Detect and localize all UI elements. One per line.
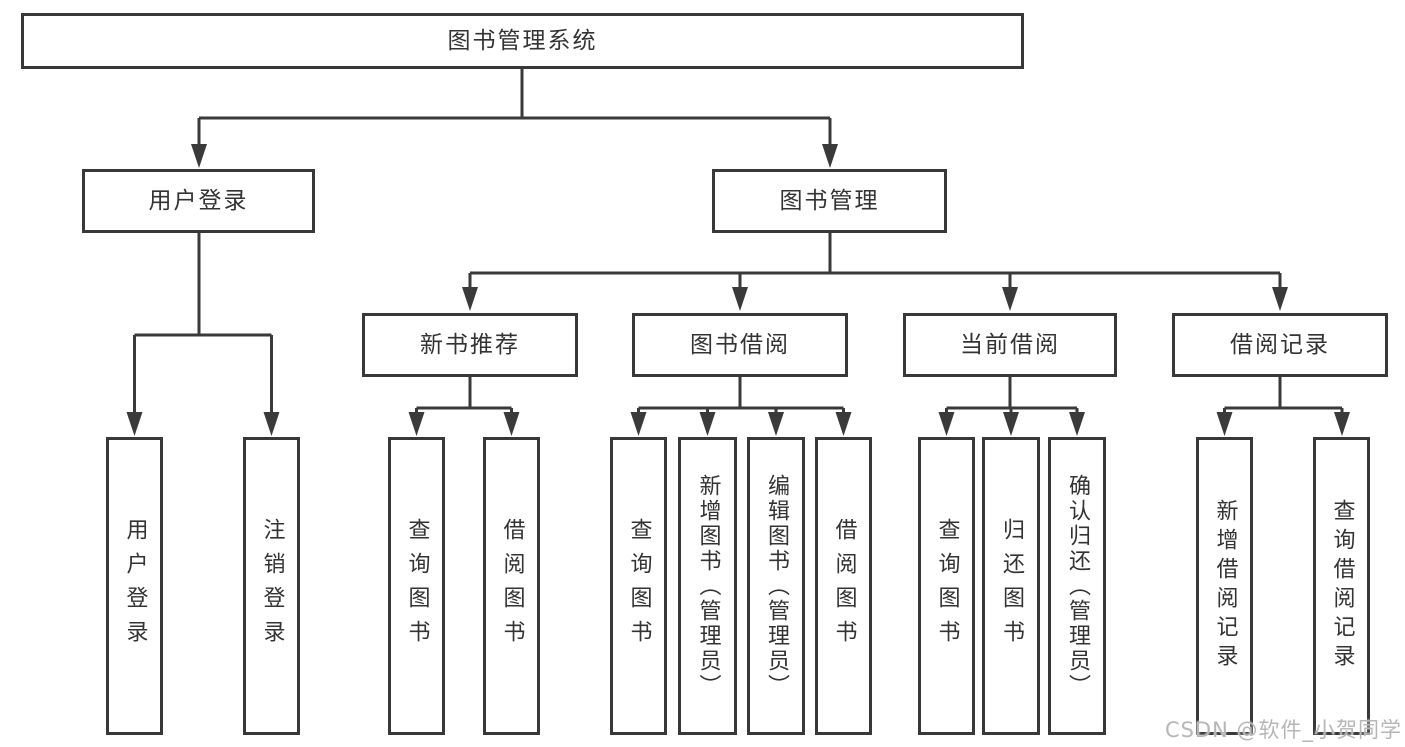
- leaf-add-borrow-record: 新增借阅记录: [1196, 437, 1253, 735]
- arrow-down-icon: [191, 144, 207, 168]
- node-label: 图书借阅: [690, 331, 790, 358]
- connector-current-to-leaves: [945, 377, 1079, 414]
- node-label: 图书管理: [779, 187, 880, 214]
- leaf-user-login: 用户登录: [106, 437, 163, 735]
- arrow-down-icon: [1272, 287, 1288, 311]
- connector-recommend-to-leaves: [415, 377, 513, 414]
- node-label: 编辑图书（管理员）: [764, 473, 789, 699]
- leaf-logout: 注销登录: [243, 437, 300, 735]
- arrow-down-icon: [1069, 412, 1085, 436]
- node-label: 当前借阅: [960, 331, 1060, 358]
- node-label: 用户登录: [122, 518, 148, 654]
- node-label: 新增图书（管理员）: [695, 473, 721, 699]
- leaf-add-books-admin: 新增图书（管理员）: [678, 437, 737, 735]
- node-label: 借阅图书: [499, 518, 525, 654]
- watermark: CSDN @软件_小贺同学: [1164, 718, 1402, 742]
- node-label: 查询借阅记录: [1329, 499, 1355, 673]
- arrow-down-icon: [263, 412, 280, 436]
- node-book-management: 图书管理: [712, 169, 947, 233]
- node-label: 用户登录: [148, 187, 249, 214]
- connector-bookmgmt-to-level3: [468, 233, 1282, 289]
- arrow-down-icon: [1002, 287, 1018, 311]
- arrow-down-icon: [1334, 412, 1350, 436]
- arrow-down-icon: [503, 412, 520, 436]
- arrow-down-icon: [822, 144, 838, 168]
- arrow-down-icon: [732, 287, 748, 311]
- node-label: 查询图书: [404, 518, 430, 654]
- leaf-confirm-return-admin: 确认归还（管理员）: [1048, 437, 1106, 735]
- node-label: 查询图书: [934, 518, 960, 654]
- leaf-return-books: 归还图书: [982, 437, 1040, 735]
- arrow-down-icon: [1216, 412, 1233, 436]
- arrow-down-icon: [126, 412, 143, 436]
- leaf-query-books-1: 查询图书: [388, 437, 445, 735]
- leaf-query-borrow-record: 查询借阅记录: [1313, 437, 1370, 735]
- leaf-edit-books-admin: 编辑图书（管理员）: [747, 437, 805, 735]
- node-root-system: 图书管理系统: [21, 13, 1024, 69]
- node-label: 借阅记录: [1230, 331, 1330, 358]
- leaf-borrow-books-1: 借阅图书: [483, 437, 540, 735]
- node-current-borrow: 当前借阅: [903, 313, 1117, 377]
- arrow-down-icon: [630, 412, 647, 436]
- node-user-login: 用户登录: [82, 169, 315, 233]
- arrowheads: [126, 144, 1350, 436]
- connector-records-to-leaves: [1223, 377, 1344, 414]
- arrow-down-icon: [699, 412, 716, 436]
- node-label: 借阅图书: [831, 518, 857, 654]
- arrow-down-icon: [835, 412, 852, 436]
- arrow-down-icon: [462, 287, 478, 311]
- node-borrow-records: 借阅记录: [1172, 313, 1388, 377]
- node-new-book-recommend: 新书推荐: [362, 313, 578, 377]
- node-label: 注销登录: [259, 518, 285, 654]
- node-label: 图书管理系统: [447, 27, 598, 54]
- node-label: 确认归还（管理员）: [1065, 473, 1090, 699]
- node-label: 查询图书: [626, 518, 652, 654]
- leaf-query-books-3: 查询图书: [918, 437, 975, 735]
- node-label: 新增借阅记录: [1212, 499, 1238, 673]
- leaf-borrow-books-2: 借阅图书: [815, 437, 872, 735]
- connector-borrow-to-leaves: [637, 377, 845, 414]
- connector-userlogin-to-leaves: [133, 233, 273, 414]
- arrow-down-icon: [768, 412, 784, 436]
- arrow-down-icon: [938, 412, 955, 436]
- node-label: 新书推荐: [420, 331, 520, 358]
- node-label: 归还图书: [999, 518, 1024, 654]
- arrow-down-icon: [408, 412, 425, 436]
- arrow-down-icon: [1003, 412, 1019, 436]
- connector-root-to-level2: [197, 69, 832, 146]
- leaf-query-books-2: 查询图书: [610, 437, 667, 735]
- node-book-borrow: 图书借阅: [632, 313, 848, 377]
